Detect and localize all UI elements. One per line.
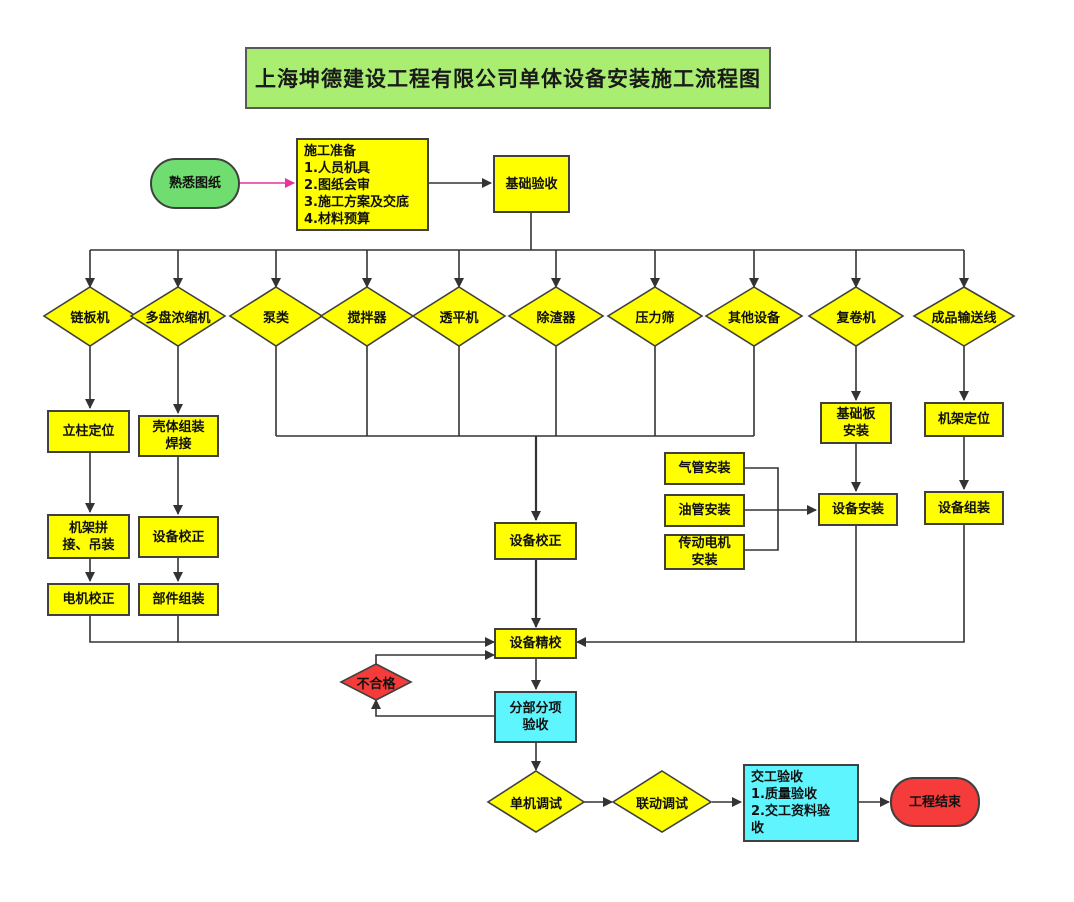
diamond-single-test — [486, 770, 586, 833]
node-handover-acceptance: 交工验收 1.质量验收 2.交工资料验 收 — [743, 764, 859, 842]
diamond-fail — [339, 663, 413, 701]
node-device-install: 设备安装 — [818, 493, 898, 526]
arrow-left-to-precision — [177, 615, 495, 647]
arrow-sub-to-fail — [371, 699, 494, 717]
diamond-m6 — [507, 286, 605, 347]
node-project-end: 工程结束 — [890, 777, 980, 827]
line-pipes-bracket — [744, 467, 779, 551]
node-foundation-acceptance: 基础验收 — [493, 155, 570, 213]
node-component-assembly: 部件组装 — [138, 583, 219, 616]
node-frame-positioning: 机架定位 — [924, 402, 1004, 437]
node-oil-pipe-install: 油管安装 — [664, 494, 745, 527]
node-column-positioning: 立柱定位 — [47, 410, 130, 453]
diamond-m5 — [411, 286, 507, 347]
diamond-m7 — [606, 286, 704, 347]
line-c1c-bottom — [89, 615, 178, 643]
diamond-m2 — [129, 286, 227, 347]
node-device-precision-calibration: 设备精校 — [494, 628, 577, 659]
node-construction-prep: 施工准备 1.人员机具 2.图纸会审 3.施工方案及交底 4.材料预算 — [296, 138, 429, 231]
node-drive-motor-install: 传动电机 安装 — [664, 534, 745, 570]
node-base-plate-install: 基础板 安装 — [820, 402, 892, 444]
chart-title: 上海坤德建设工程有限公司单体设备安装施工流程图 — [245, 47, 771, 109]
node-frame-assembly-hoisting: 机架拼 接、吊装 — [47, 514, 130, 559]
diamond-linked-test — [611, 770, 713, 833]
node-gas-pipe-install: 气管安装 — [664, 452, 745, 485]
node-familiar-drawings: 熟悉图纸 — [150, 158, 240, 209]
diamond-m4 — [319, 286, 415, 347]
node-device-correction-center: 设备校正 — [494, 522, 577, 560]
diamond-m1 — [42, 286, 138, 347]
node-device-assembly: 设备组装 — [924, 491, 1004, 525]
node-motor-correction: 电机校正 — [47, 583, 130, 616]
node-device-correction-left: 设备校正 — [138, 516, 219, 558]
diamond-m9 — [807, 286, 905, 347]
node-sub-item-acceptance: 分部分项 验收 — [494, 691, 577, 743]
diamond-m8 — [704, 286, 804, 347]
diamond-m3 — [228, 286, 324, 347]
arrow-fail-to-precision — [375, 650, 495, 664]
arrow-right-to-precision — [576, 524, 965, 647]
diamond-m10 — [912, 286, 1016, 347]
node-shell-assembly-welding: 壳体组装 焊接 — [138, 415, 219, 457]
